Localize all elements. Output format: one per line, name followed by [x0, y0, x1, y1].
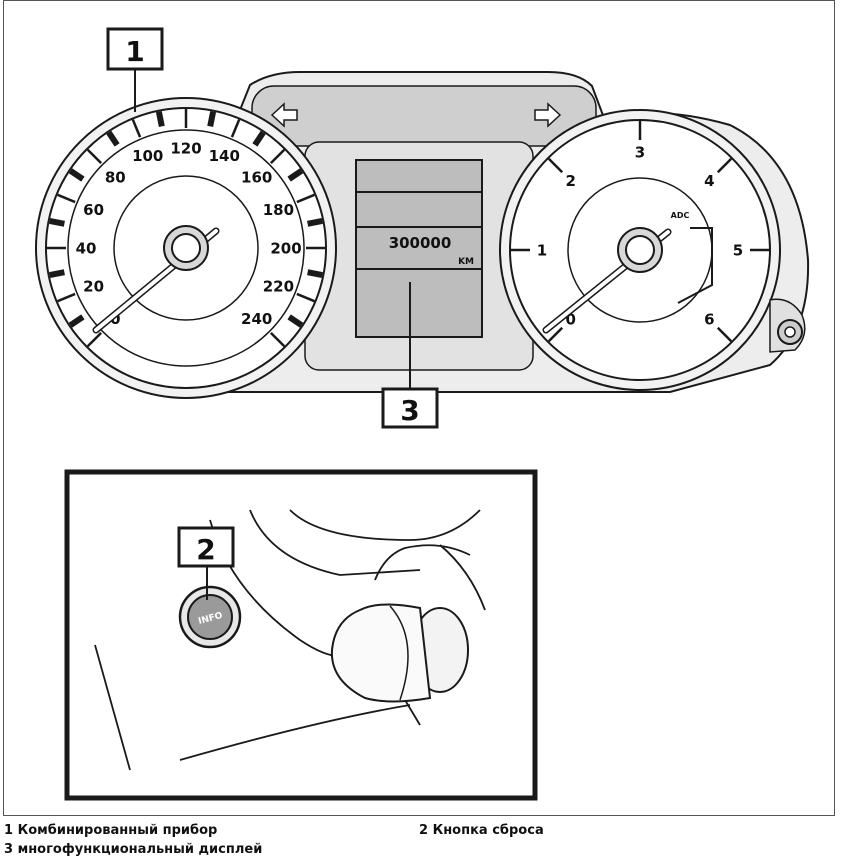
right-arrow-icon [534, 102, 562, 128]
speedometer-label: 140 [209, 147, 240, 165]
tachometer-label: 1 [537, 241, 547, 259]
speedometer-tick [49, 269, 65, 279]
speedometer-tick [68, 168, 85, 182]
speedometer-tick [57, 292, 76, 303]
tachometer-label: 4 [704, 172, 714, 190]
multifunction-display: 300000 KM [355, 159, 483, 338]
speedometer-tick [131, 119, 142, 138]
speedometer-tick [86, 148, 103, 165]
speedometer-ticks [47, 109, 325, 348]
speedometer-label: 120 [170, 139, 201, 157]
speedometer-label: 20 [83, 278, 104, 296]
speedometer-tick [252, 130, 266, 147]
tachometer-tick [716, 157, 733, 174]
speedometer-tick [296, 193, 315, 204]
speedometer-label: 100 [132, 147, 163, 165]
speedometer-label: 80 [105, 169, 126, 187]
caption-item-1: 1 Комбинированный прибор [4, 823, 218, 838]
speedometer-tick [287, 168, 304, 182]
speedometer-tick [307, 269, 323, 279]
speedometer-label: 0 [110, 310, 120, 328]
stalk-knob [330, 603, 469, 703]
speedometer-tick [57, 193, 76, 204]
speedometer-label: 180 [263, 201, 294, 219]
tachometer-label: 2 [565, 172, 575, 190]
speedometer-tick [269, 331, 286, 348]
caption-item-3: 3 многофункциональный дисплей [4, 842, 263, 857]
tachometer-label: 0 [565, 311, 575, 329]
callout-1: 1 [106, 27, 164, 112]
button-inset: INFO 2 [64, 469, 538, 801]
speedometer-label: 220 [263, 278, 294, 296]
svg-text:1: 1 [125, 35, 144, 68]
speedometer-tick [287, 314, 304, 328]
tachometer-tick [716, 326, 733, 343]
speedometer-label: 240 [241, 310, 272, 328]
speedometer-label: 200 [270, 239, 301, 257]
speedometer-label: 160 [241, 169, 272, 187]
tachometer-label: 3 [635, 143, 645, 161]
speedometer-tick [86, 331, 103, 348]
speedometer-label: 40 [76, 239, 97, 257]
tachometer-labels: 0 1 2 3 4 5 6 [537, 143, 743, 328]
adc-zone-marker [677, 227, 713, 304]
speedometer-tick [269, 148, 286, 165]
odometer-unit: KM [458, 257, 474, 267]
tachometer: 0 1 2 3 4 5 6 ADC [499, 109, 781, 391]
speedometer-label: 60 [83, 201, 104, 219]
tachometer-tick [547, 326, 564, 343]
speedometer-tick [230, 119, 241, 138]
svg-text:2: 2 [196, 533, 215, 566]
tachometer-ticks [511, 121, 769, 343]
callout-3: 3 [381, 282, 439, 429]
odometer-value: 300000 [389, 234, 452, 252]
speedometer-tick [207, 111, 217, 127]
left-arrow-icon [270, 102, 298, 128]
trip-knob [769, 298, 806, 353]
adc-label: ADC [671, 211, 690, 220]
info-reset-button: INFO [178, 585, 242, 649]
speedometer-tick [49, 217, 65, 227]
speedometer-tick [106, 130, 120, 147]
tachometer-label: 5 [733, 241, 743, 259]
tachometer-tick [547, 157, 564, 174]
callout-2: 2 [177, 526, 235, 600]
speedometer-tick [68, 314, 85, 328]
speedometer-tick [307, 217, 323, 227]
svg-text:3: 3 [400, 394, 419, 427]
speedometer-tick [155, 111, 165, 127]
tachometer-label: 6 [704, 311, 714, 329]
caption-item-2: 2 Кнопка сброса [419, 823, 544, 838]
speedometer-tick [296, 292, 315, 303]
